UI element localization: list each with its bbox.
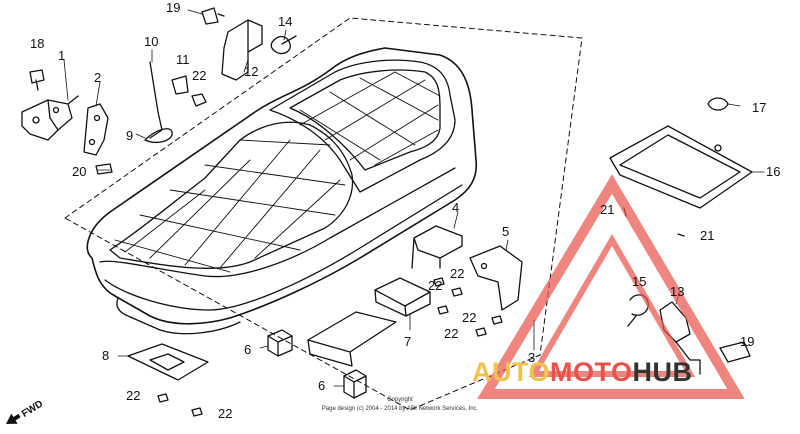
seat-bracket-4 <box>411 225 463 269</box>
label-22-e: 22 <box>126 388 140 403</box>
label-22-f: 22 <box>218 406 232 421</box>
watermark-hub: HUB <box>633 357 693 387</box>
label-19-top: 19 <box>166 0 180 15</box>
nut-22-mid3 <box>437 305 449 315</box>
watermark-moto: MOTO <box>550 357 633 387</box>
nut-22-mid5 <box>491 315 503 325</box>
label-6b: 6 <box>318 378 325 393</box>
label-9: 9 <box>126 128 133 143</box>
label-16: 16 <box>766 164 780 179</box>
label-22-a: 22 <box>450 266 464 281</box>
lock-bracket-part <box>83 103 109 156</box>
bolt-part <box>95 163 113 175</box>
nut-part <box>191 93 207 107</box>
cushion-6b <box>343 369 367 399</box>
label-21-left: 21 <box>600 202 614 217</box>
label-12: 12 <box>244 64 258 79</box>
seat-bracket-5 <box>469 245 523 311</box>
label-22-d: 22 <box>444 326 458 341</box>
label-1: 1 <box>58 48 65 63</box>
label-19-right: 19 <box>740 334 754 349</box>
label-17: 17 <box>752 100 766 115</box>
label-8: 8 <box>102 348 109 363</box>
seat-pad <box>307 311 397 367</box>
nut-22-left <box>157 393 169 403</box>
seat-plate-8 <box>127 343 209 381</box>
label-22-top: 22 <box>192 68 206 83</box>
label-14: 14 <box>278 14 292 29</box>
label-15: 15 <box>632 274 646 289</box>
copyright-line-1: Copyright <box>387 397 413 403</box>
label-11: 11 <box>176 52 190 67</box>
latch-spring-part <box>270 35 297 55</box>
nut-22-mid2 <box>451 287 463 297</box>
screw-21b <box>677 233 685 237</box>
label-3: 3 <box>528 350 535 365</box>
nut-22-mid4 <box>475 327 487 337</box>
label-13: 13 <box>670 284 684 299</box>
label-20: 20 <box>72 164 86 179</box>
rubber-damper-7 <box>374 277 431 317</box>
label-7: 7 <box>404 334 411 349</box>
cushion-6a <box>267 329 293 357</box>
screw-part <box>29 69 45 91</box>
watermark-auto: AUTO <box>472 357 550 387</box>
nut-22-bottom <box>191 407 203 417</box>
copyright-line-2: Page design (c) 2004 - 2014 by ARI Netwo… <box>322 406 479 412</box>
label-5: 5 <box>502 224 509 239</box>
spring-clip-part <box>144 128 173 144</box>
label-22-c: 22 <box>462 310 476 325</box>
assembly-boundary-box <box>64 17 583 411</box>
nut-22-mid1 <box>433 277 445 287</box>
label-10: 10 <box>144 34 158 49</box>
seat-lock-cable <box>149 61 163 139</box>
cap-bolt-part <box>201 7 225 25</box>
clip-part <box>171 75 189 95</box>
fwd-label: FWD <box>20 398 45 419</box>
forward-direction-indicator: FWD <box>6 398 45 424</box>
seat-lock-part <box>21 95 79 141</box>
label-18: 18 <box>30 36 44 51</box>
watermark-triangle <box>477 174 745 399</box>
watermark-text: AUTOMOTOHUB <box>472 357 693 387</box>
label-4: 4 <box>452 200 459 215</box>
label-22-b: 22 <box>428 278 442 293</box>
bolt-19-right <box>719 341 751 363</box>
latch-bracket-part <box>221 19 263 81</box>
seat-body <box>86 47 478 335</box>
label-6a: 6 <box>244 342 251 357</box>
label-21-right: 21 <box>700 228 714 243</box>
tool-tray-part <box>609 125 753 209</box>
label-2: 2 <box>94 70 101 85</box>
fwd-arrow-icon <box>6 413 21 424</box>
